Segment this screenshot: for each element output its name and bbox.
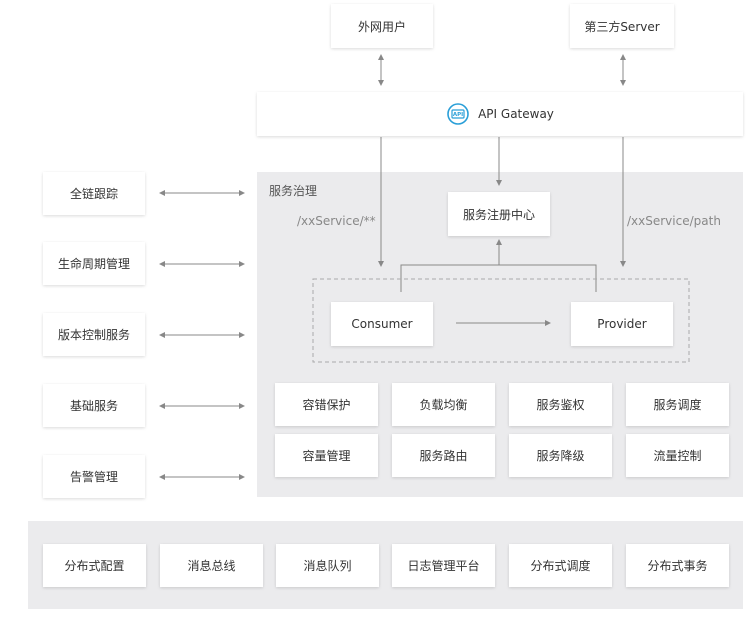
path-right-label: /xxService/path	[627, 214, 721, 228]
feature-label: 服务路由	[419, 449, 468, 463]
feature-box: 容错保护	[275, 383, 378, 426]
provider-box: Provider	[571, 302, 673, 346]
infra-box: 分布式事务	[626, 544, 729, 587]
infra-label: 日志管理平台	[407, 559, 480, 573]
infra-label: 消息总线	[187, 559, 236, 573]
left-service-box: 全链跟踪	[43, 172, 145, 215]
feature-label: 容错保护	[302, 398, 351, 412]
left-service-box: 基础服务	[43, 384, 145, 427]
consumer-provider-group	[312, 278, 690, 363]
feature-label: 流量控制	[653, 449, 702, 463]
service-registry-label: 服务注册中心	[462, 207, 535, 222]
infra-box: 分布式调度	[509, 544, 612, 587]
left-service-box: 版本控制服务	[43, 313, 145, 356]
feature-box: 容量管理	[275, 434, 378, 477]
left-service-box: 告警管理	[43, 455, 145, 498]
consumer-box: Consumer	[331, 302, 433, 346]
external-users-box: 外网用户	[331, 4, 433, 48]
third-party-server-box: 第三方Server	[570, 4, 674, 48]
left-service-box: 生命周期管理	[43, 242, 145, 285]
feature-label: 容量管理	[302, 449, 351, 463]
provider-label: Provider	[597, 317, 647, 331]
governance-title: 服务治理	[269, 184, 318, 198]
infra-box: 消息总线	[160, 544, 263, 587]
feature-box: 服务调度	[626, 383, 729, 426]
feature-label: 服务降级	[536, 449, 585, 463]
consumer-label: Consumer	[351, 317, 413, 331]
left-service-label: 告警管理	[69, 470, 118, 484]
path-left-label: /xxService/**	[297, 214, 376, 228]
infra-box: 分布式配置	[43, 544, 146, 587]
api-gateway-box: API API Gateway	[257, 92, 743, 136]
left-service-label: 生命周期管理	[57, 257, 130, 271]
feature-box: 服务降级	[509, 434, 612, 477]
left-service-label: 版本控制服务	[57, 328, 130, 342]
api-gateway-label: API Gateway	[478, 107, 554, 121]
infra-label: 分布式事务	[647, 559, 708, 573]
svg-text:API: API	[453, 112, 463, 118]
feature-label: 服务调度	[653, 398, 702, 412]
feature-label: 服务鉴权	[536, 398, 585, 412]
infrastructure-panel	[28, 521, 743, 609]
left-service-label: 基础服务	[69, 399, 118, 413]
service-registry-box: 服务注册中心	[448, 192, 550, 236]
left-service-label: 全链跟踪	[69, 187, 118, 201]
infra-label: 分布式配置	[64, 559, 125, 573]
api-gateway-icon: API	[446, 102, 470, 126]
infra-label: 消息队列	[303, 559, 352, 573]
third-party-server-label: 第三方Server	[584, 19, 660, 34]
infra-box: 消息队列	[276, 544, 379, 587]
feature-box: 流量控制	[626, 434, 729, 477]
feature-label: 负载均衡	[419, 398, 468, 412]
feature-box: 负载均衡	[392, 383, 495, 426]
feature-box: 服务鉴权	[509, 383, 612, 426]
external-users-label: 外网用户	[357, 19, 406, 34]
infra-label: 分布式调度	[530, 559, 591, 573]
infra-box: 日志管理平台	[392, 544, 495, 587]
feature-box: 服务路由	[392, 434, 495, 477]
